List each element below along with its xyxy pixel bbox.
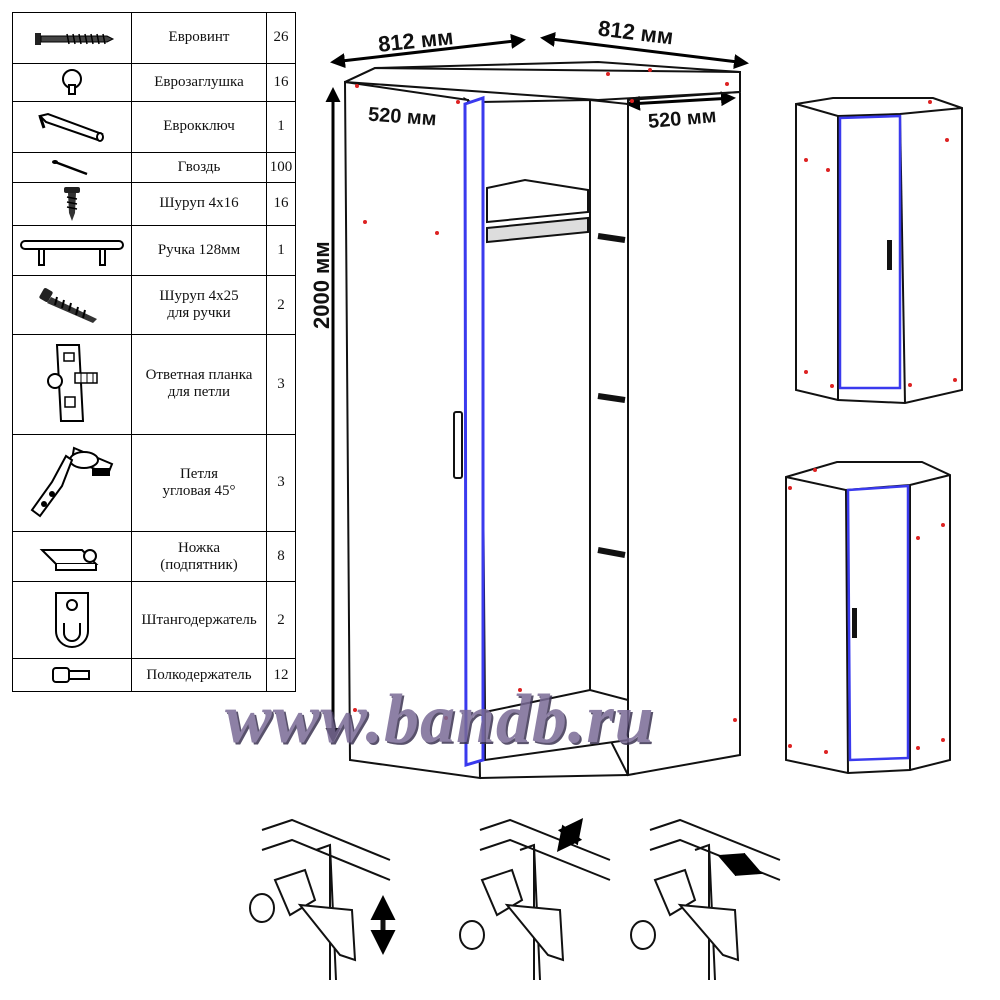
screwdriver bbox=[459, 920, 485, 950]
part-qty: 8 bbox=[266, 530, 296, 583]
door-blue-outline bbox=[846, 484, 910, 762]
bottom-shelf bbox=[484, 688, 629, 762]
hinge-arm bbox=[297, 903, 357, 962]
part-name: Шуруп 4х16 bbox=[131, 182, 267, 226]
dimension-height: 2000 мм bbox=[309, 241, 334, 329]
parts-table: Евровинт 26 Еврозаглушка 16 Еврокключ 1 … bbox=[12, 12, 296, 692]
part-row-euro-cap: Еврозаглушка 16 bbox=[12, 62, 296, 103]
part-name: Ответная планка для петли bbox=[131, 334, 267, 435]
marker-dots bbox=[353, 68, 957, 754]
hinge-adjust-horizontal bbox=[630, 818, 781, 981]
part-qty: 100 bbox=[266, 151, 296, 184]
part-row-rail-holder: Штангодержатель 2 bbox=[12, 581, 296, 660]
door-handle bbox=[852, 608, 857, 638]
part-name: Ручка 128мм bbox=[131, 224, 267, 277]
dimension-width-left-line bbox=[330, 33, 526, 69]
mounting-plate-icon bbox=[12, 334, 132, 435]
part-row-hinge-45: Петля угловая 45° 3 bbox=[12, 433, 296, 532]
part-name: Петля угловая 45° bbox=[131, 433, 267, 532]
part-name: Еврозаглушка bbox=[131, 62, 267, 103]
part-row-screw-long: Шуруп 4х25 для ручки 2 bbox=[12, 275, 296, 336]
closed-wardrobe-front bbox=[795, 97, 963, 405]
hinge-arm bbox=[677, 903, 740, 962]
door-handle bbox=[887, 240, 892, 270]
part-name: Евровинт bbox=[131, 12, 267, 64]
part-row-hex-key: Еврокключ 1 bbox=[12, 101, 296, 153]
hinge-adjust-depth bbox=[459, 818, 611, 981]
open-door-edge bbox=[463, 95, 485, 768]
screw-long-icon bbox=[12, 275, 132, 336]
foot-pad-icon bbox=[12, 530, 132, 583]
part-name: Еврокключ bbox=[131, 101, 267, 153]
part-qty: 26 bbox=[266, 12, 296, 64]
nail-icon bbox=[12, 151, 132, 184]
part-qty: 3 bbox=[266, 433, 296, 532]
part-qty: 12 bbox=[266, 658, 296, 692]
watermark: www.bandb.ru bbox=[225, 681, 655, 758]
screwdriver bbox=[249, 893, 275, 923]
door-blue-outline bbox=[838, 114, 902, 390]
part-name: Штангодержатель bbox=[131, 581, 267, 660]
euroscrew-icon bbox=[12, 12, 132, 64]
part-qty: 16 bbox=[266, 182, 296, 226]
part-qty: 2 bbox=[266, 581, 296, 660]
hinge-cup bbox=[273, 868, 317, 917]
part-name: Шуруп 4х25 для ручки bbox=[131, 275, 267, 336]
part-qty: 16 bbox=[266, 62, 296, 103]
hinge-cup bbox=[480, 868, 524, 917]
side-shelves bbox=[597, 233, 626, 558]
arrow-depth-icon bbox=[556, 818, 584, 852]
rail-holder-icon bbox=[12, 581, 132, 660]
part-row-foot-pad: Ножка (подпятник) 8 bbox=[12, 530, 296, 583]
part-name: Гвоздь bbox=[131, 151, 267, 184]
part-row-nail: Гвоздь 100 bbox=[12, 151, 296, 184]
part-row-mounting-plate: Ответная планка для петли 3 bbox=[12, 334, 296, 435]
hinge-arm bbox=[504, 903, 565, 962]
closed-wardrobe-angle bbox=[785, 461, 951, 775]
part-qty: 1 bbox=[266, 224, 296, 277]
dimension-width-right-line bbox=[540, 32, 749, 69]
main-wardrobe bbox=[343, 60, 741, 780]
hex-key-icon bbox=[12, 101, 132, 153]
arrow-horizontal-icon bbox=[717, 852, 763, 877]
dimension-depth-left: 520 мм bbox=[367, 103, 438, 131]
hanging-rail bbox=[486, 216, 589, 244]
part-qty: 3 bbox=[266, 334, 296, 435]
screwdriver bbox=[630, 920, 656, 950]
part-row-handle: Ручка 128мм 1 bbox=[12, 224, 296, 277]
euro-cap-icon bbox=[12, 62, 132, 103]
door-handle bbox=[453, 411, 463, 479]
part-row-euroscrew: Евровинт 26 bbox=[12, 12, 296, 64]
hinge-cup bbox=[653, 868, 697, 917]
hinge-adjust-vertical bbox=[249, 818, 396, 981]
hinge-45-icon bbox=[12, 433, 132, 532]
dimension-depth-right-line bbox=[625, 91, 736, 111]
top-shelf bbox=[486, 178, 589, 224]
handle-icon bbox=[12, 224, 132, 277]
part-row-shelf-pin: Полкодержатель 12 bbox=[12, 658, 296, 692]
